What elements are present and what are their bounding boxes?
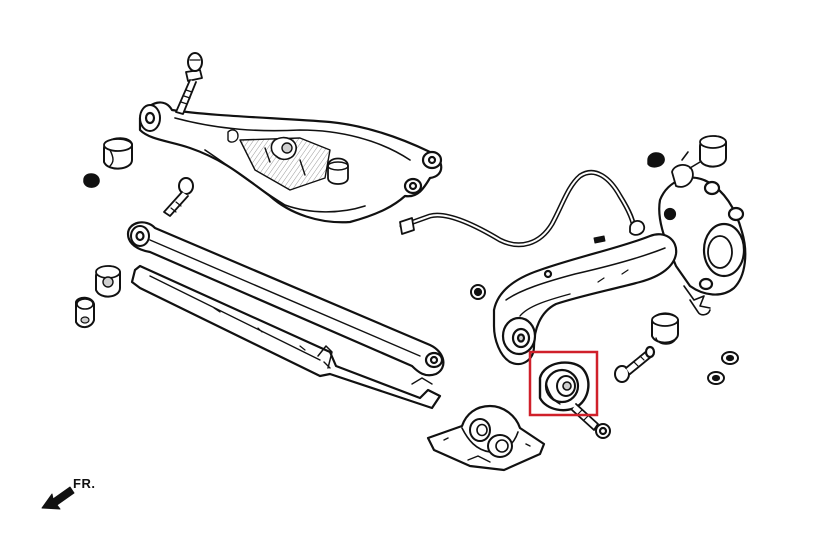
lower-link-arm <box>128 222 443 375</box>
bushing-left-lower <box>96 266 120 297</box>
highlight-box <box>528 350 599 417</box>
bolt-lower-link <box>164 178 193 216</box>
nut-top-right <box>648 153 664 167</box>
bushing-left-upper <box>104 138 132 168</box>
nut-left-lower <box>76 298 94 327</box>
arrow-icon <box>41 486 75 510</box>
toe-link-rod <box>132 266 440 408</box>
subframe-mount-bracket <box>428 406 544 470</box>
bolt-upper <box>176 53 202 114</box>
upper-control-arm <box>140 102 441 222</box>
bolt-bottom <box>572 404 610 438</box>
highlighted-bushing <box>540 363 588 411</box>
nut-lower-arm <box>471 285 485 299</box>
lower-control-arm <box>494 234 676 364</box>
nut-left-upper <box>84 174 99 187</box>
washer-stack-right <box>708 352 738 384</box>
rear-knuckle <box>659 152 745 315</box>
bushing-top-right <box>700 136 726 167</box>
sensor-cable <box>400 172 644 244</box>
bolt-knuckle <box>615 347 654 382</box>
bushing-right <box>652 313 678 344</box>
direction-label: FR. <box>73 476 96 491</box>
